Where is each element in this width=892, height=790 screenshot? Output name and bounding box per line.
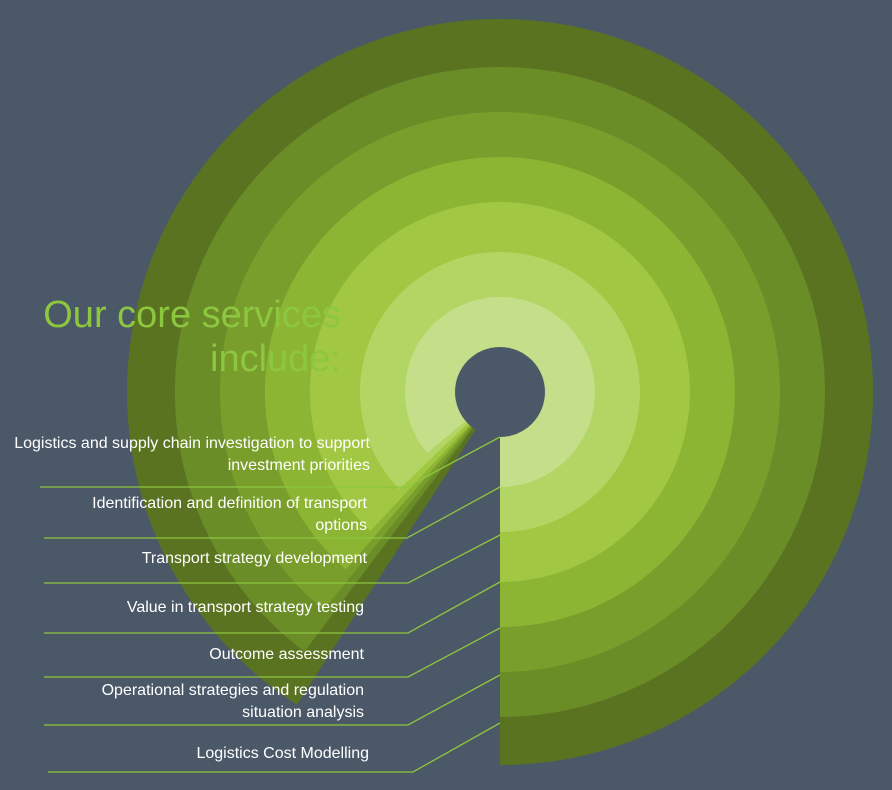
service-label-3: Transport strategy development: [141, 550, 367, 567]
service-label-5: Outcome assessment: [209, 646, 364, 663]
service-label-7: Logistics Cost Modelling: [196, 745, 369, 762]
title-line-1: Our core services: [43, 294, 341, 336]
service-connector-4: [44, 581, 501, 634]
service-label-1: Logistics and supply chain investigation…: [14, 435, 370, 474]
page-title: Our core services include:: [43, 293, 341, 381]
title-line-2: include:: [210, 338, 341, 380]
service-connector-5: [44, 627, 501, 678]
service-connector-7: [48, 722, 501, 773]
service-connector-1: [40, 436, 501, 488]
service-label-6: Operational strategies and regulation si…: [101, 682, 364, 721]
service-label-4: Value in transport strategy testing: [126, 599, 364, 616]
ring-center-hole: [455, 347, 545, 437]
service-connector-2: [44, 486, 501, 539]
service-connector-3: [44, 534, 501, 584]
service-label-2: Identification and definition of transpo…: [92, 495, 367, 534]
service-connector-6: [44, 674, 501, 726]
